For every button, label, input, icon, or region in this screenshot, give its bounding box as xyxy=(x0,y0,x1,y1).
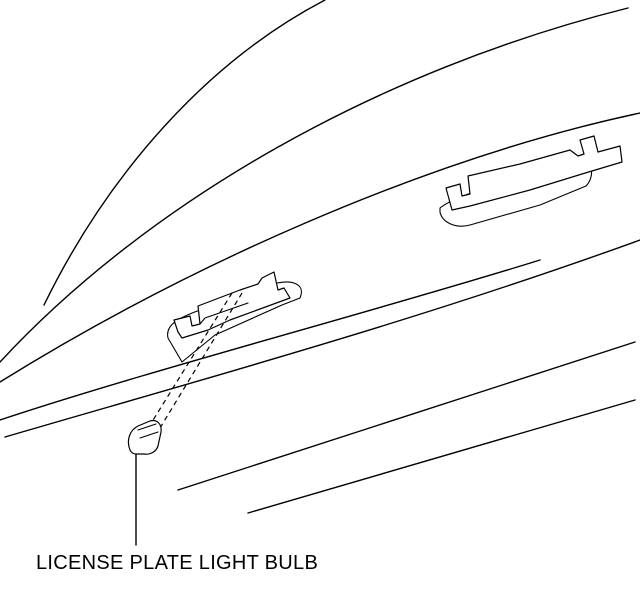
left-lens-inner xyxy=(199,302,249,325)
rear-window-curve xyxy=(43,0,326,306)
right-license-light-assembly xyxy=(439,135,623,227)
bumper-line-upper xyxy=(177,341,636,491)
tailgate-top-curve xyxy=(0,7,629,363)
bumper-line-lower xyxy=(247,399,636,514)
left-license-light-assembly xyxy=(167,271,302,363)
garnish-lower-edge xyxy=(0,259,541,421)
body-lower-curve xyxy=(4,239,640,438)
bulb-removal-path xyxy=(149,292,233,426)
garnish-upper-edge xyxy=(0,112,640,383)
license-plate-light-bulb-label: LICENSE PLATE LIGHT BULB xyxy=(36,552,319,574)
right-lens-bracket xyxy=(445,135,623,211)
license-plate-light-bulb-icon xyxy=(127,419,162,455)
left-lens-bracket xyxy=(173,271,291,339)
